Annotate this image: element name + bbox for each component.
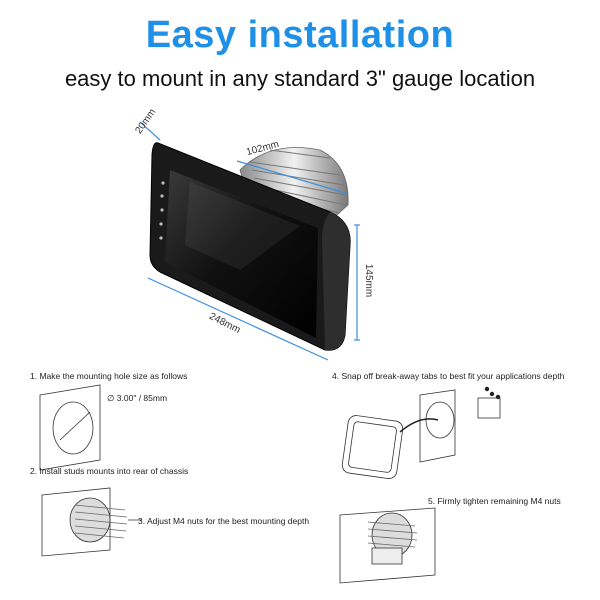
side-buttons bbox=[159, 181, 165, 240]
hole-size-value: 3.00" / 85mm bbox=[116, 393, 168, 403]
dim-height: 145mm bbox=[363, 263, 375, 298]
page-subtitle: easy to mount in any standard 3" gauge l… bbox=[64, 66, 536, 91]
step5-drawing bbox=[339, 507, 436, 584]
step4-drawing bbox=[341, 386, 501, 479]
step2-drawing bbox=[41, 487, 142, 557]
hole-size-label: ∅ 3.00" / 85mm bbox=[107, 393, 168, 403]
step-5-label: 5. Firmly tighten remaining M4 nuts bbox=[428, 496, 561, 506]
head-unit bbox=[149, 142, 351, 351]
dimension-lines bbox=[139, 121, 360, 361]
step-4-label: 4. Snap off break-away tabs to best fit … bbox=[332, 371, 565, 381]
step-2-label: 2. Install studs mounts into rear of cha… bbox=[30, 466, 189, 476]
step1-drawing bbox=[39, 384, 101, 471]
step-3-label: 3. Adjust M4 nuts for the best mounting … bbox=[138, 516, 310, 526]
page-title: Easy installation bbox=[145, 14, 455, 56]
step-1-label: 1. Make the mounting hole size as follow… bbox=[30, 371, 188, 381]
